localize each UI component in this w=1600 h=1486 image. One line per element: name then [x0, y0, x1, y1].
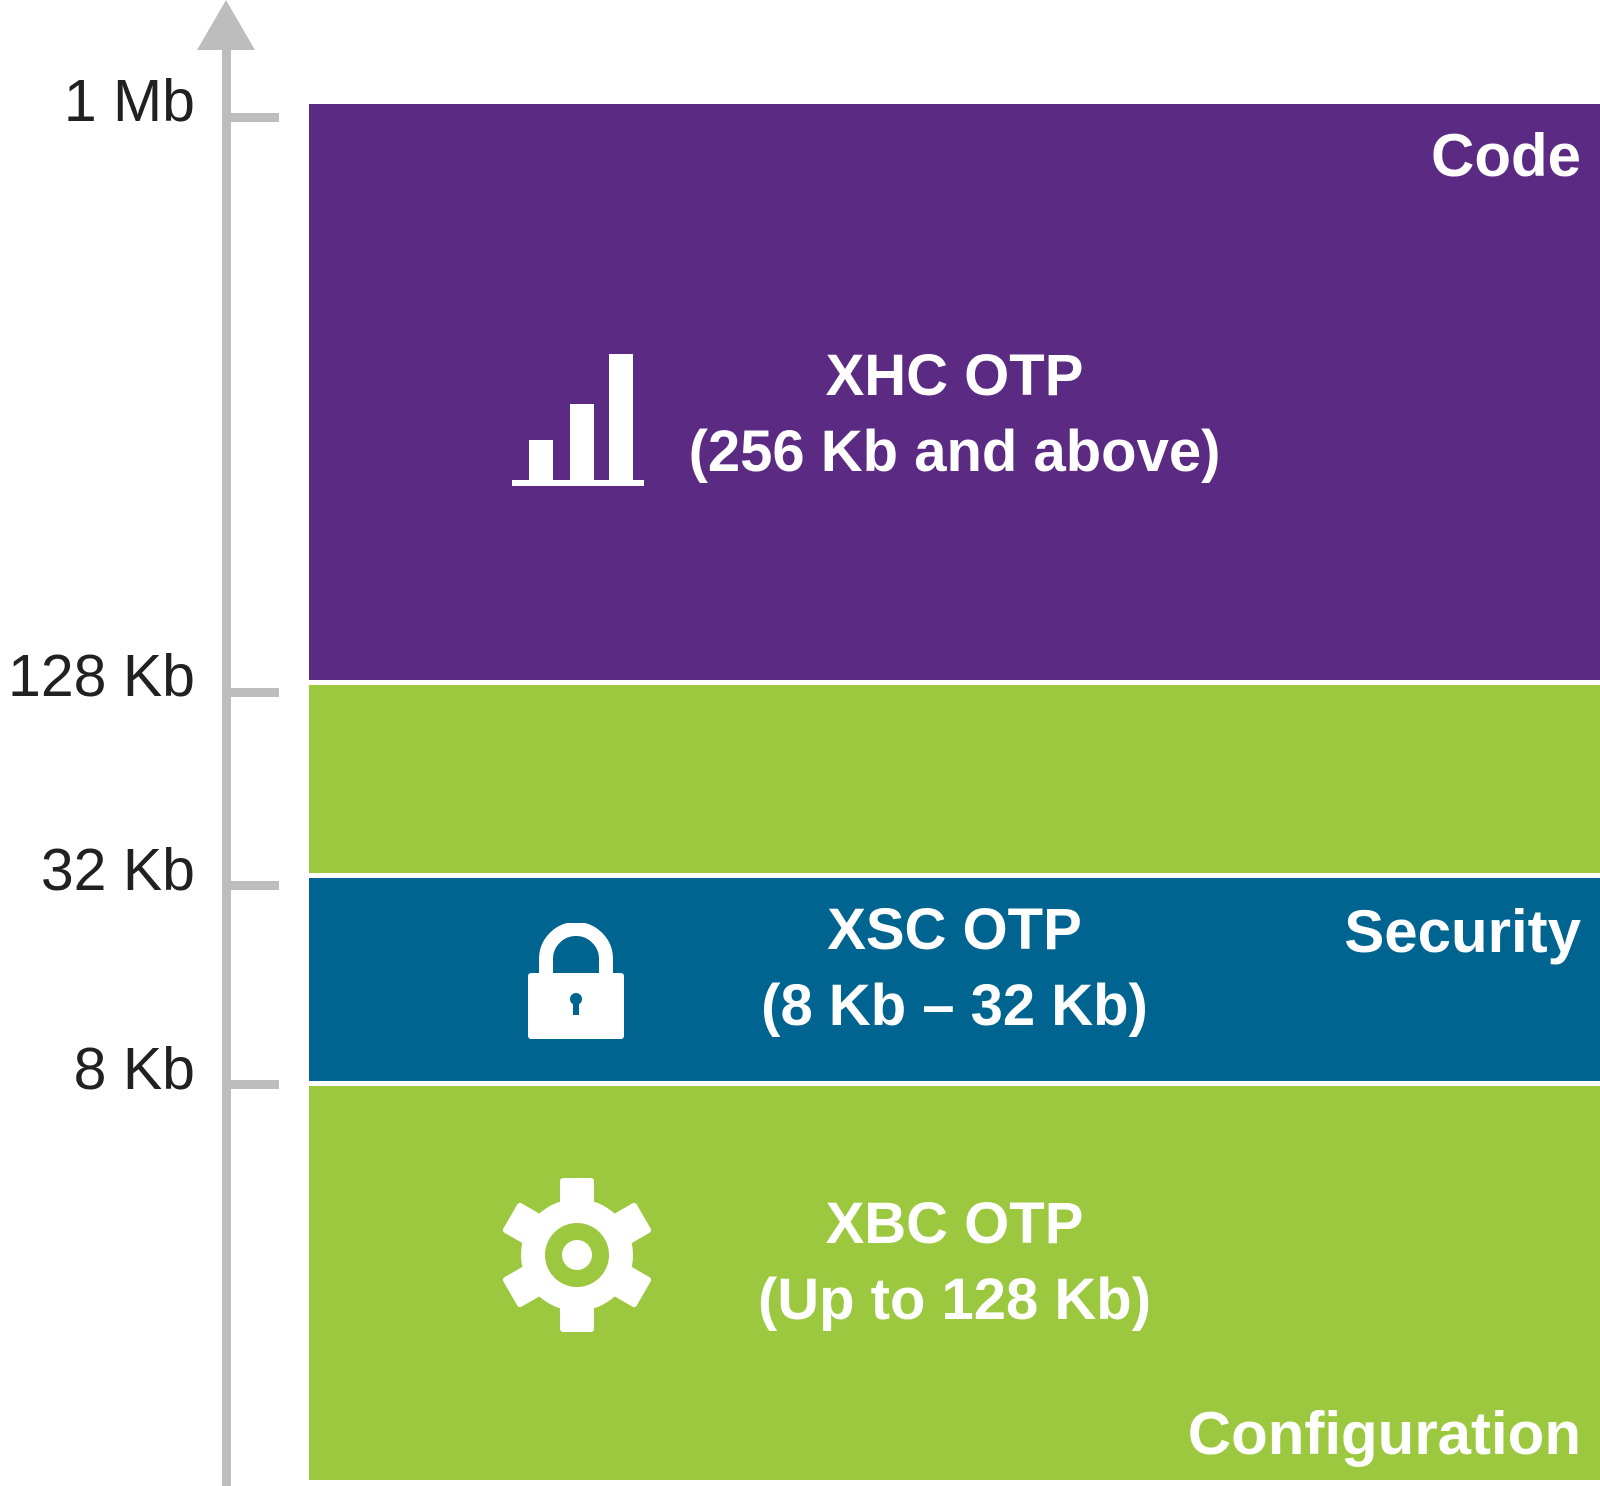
axis-line: [222, 40, 231, 1486]
axis-label-128kb: 128 Kb: [8, 643, 195, 709]
code-block: Code XHC OTP (256 Kb and above): [309, 104, 1600, 680]
xsc-otp-name: XSC OTP: [827, 897, 1082, 962]
configuration-label: Configuration: [1187, 1400, 1581, 1467]
security-block-title: XSC OTP (8 Kb – 32 Kb): [309, 892, 1600, 1044]
security-block: Security XSC OTP (8 Kb – 32 Kb): [309, 878, 1600, 1081]
xbc-otp-name: XBC OTP: [825, 1191, 1084, 1256]
axis-label-1mb: 1 Mb: [63, 68, 195, 134]
gear-icon: [502, 1178, 652, 1332]
code-block-title: XHC OTP (256 Kb and above): [309, 338, 1600, 490]
axis-tick-8kb: [226, 1080, 279, 1089]
axis-tick-32kb: [226, 881, 279, 890]
xsc-otp-size: (8 Kb – 32 Kb): [761, 973, 1148, 1038]
xbc-otp-size: (Up to 128 Kb): [757, 1267, 1152, 1332]
axis-label-8kb: 8 Kb: [73, 1036, 195, 1102]
lock-icon: [528, 923, 624, 1039]
configuration-block-title: XBC OTP (Up to 128 Kb): [309, 1186, 1600, 1338]
xhc-otp-size: (256 Kb and above): [688, 419, 1221, 484]
xhc-otp-name: XHC OTP: [825, 343, 1084, 408]
code-label: Code: [1431, 122, 1581, 189]
security-label: Security: [1344, 898, 1581, 965]
axis-tick-128kb: [226, 688, 279, 697]
axis-label-32kb: 32 Kb: [40, 837, 195, 903]
configuration-upper-band: [309, 685, 1600, 873]
bar-chart-icon: [512, 354, 644, 486]
axis-tick-1mb: [226, 113, 279, 122]
configuration-block: XBC OTP (Up to 128 Kb) Configuration: [309, 1086, 1600, 1480]
